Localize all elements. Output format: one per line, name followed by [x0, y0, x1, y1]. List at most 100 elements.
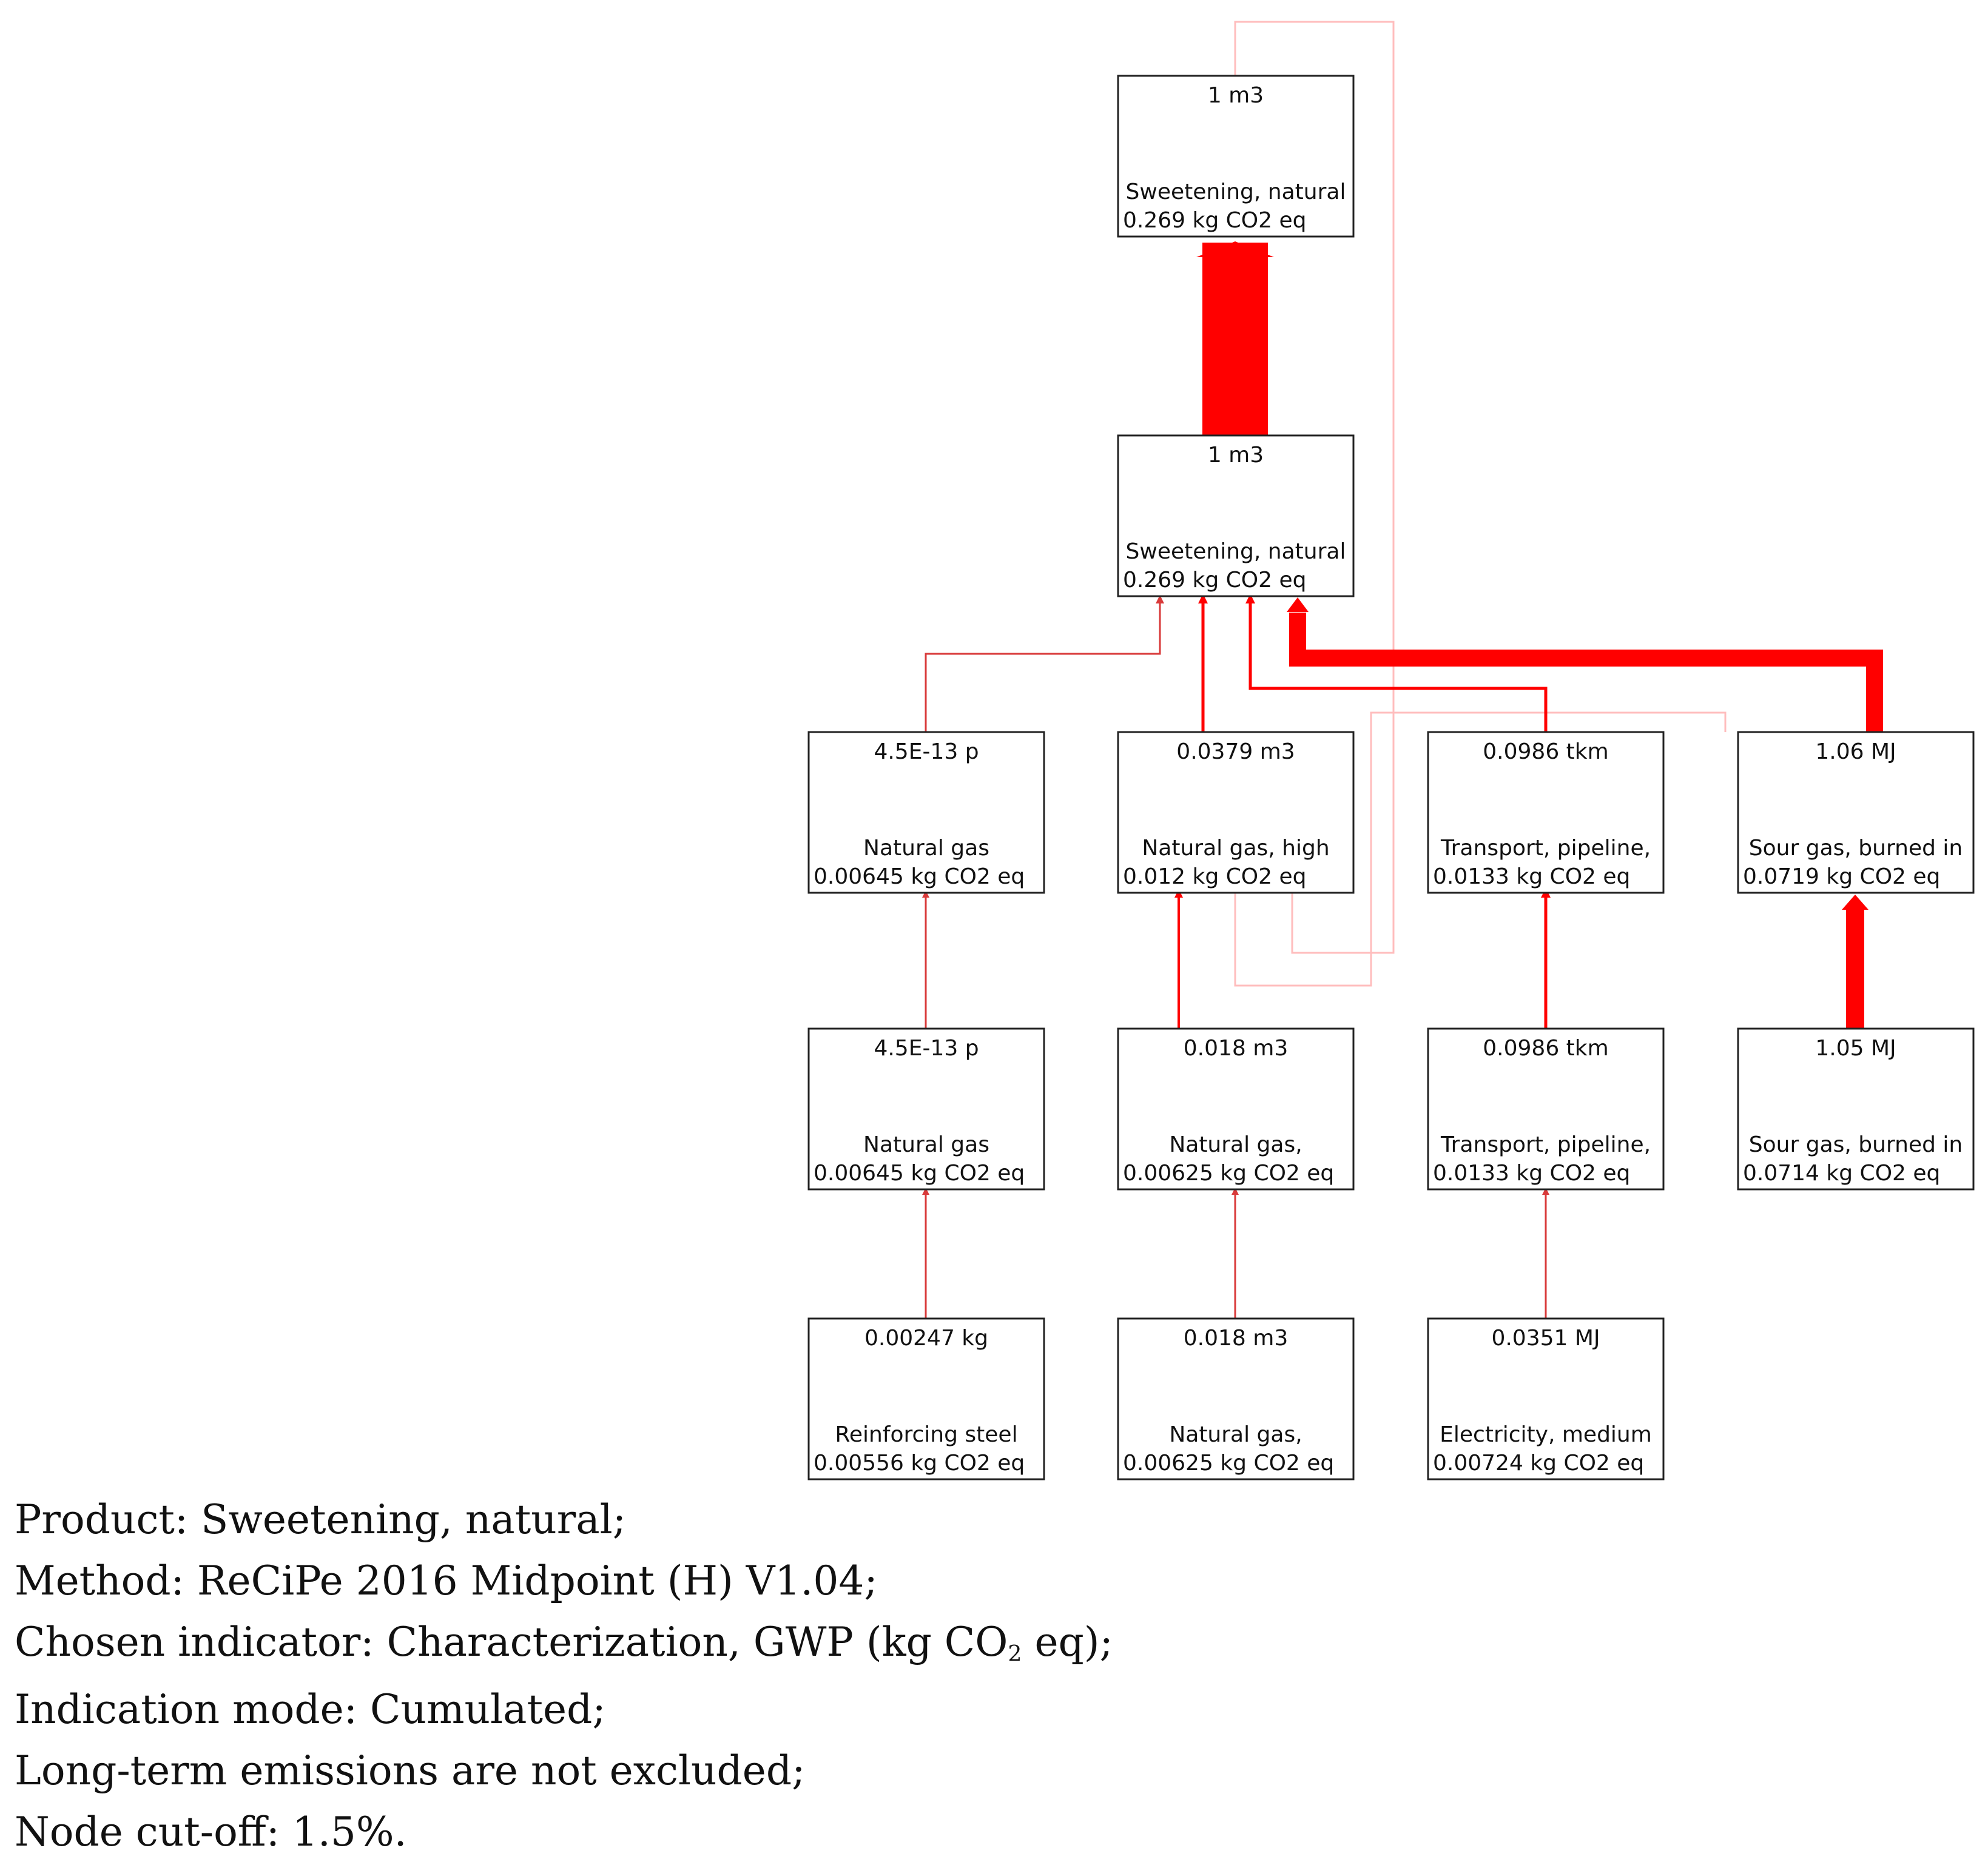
flow-n11-to-n7-arrowhead — [922, 1188, 929, 1195]
flow-n5-to-n2-arrowhead — [1245, 594, 1255, 603]
process-node-name: Natural gas, — [1169, 1132, 1302, 1157]
flow-n6-to-n2-line — [1289, 613, 1883, 732]
process-node-name: Electricity, medium — [1440, 1422, 1652, 1447]
flow-n7-to-n3 — [922, 890, 929, 1029]
process-node-amount: 0.018 m3 — [1184, 1326, 1288, 1351]
process-node-n3[interactable]: 4.5E-13 p Natural gas 0.00645 kg CO2 eq — [807, 731, 1045, 894]
process-node-amount: 0.00247 kg — [864, 1326, 988, 1351]
diagram-legend: Product: Sweetening, natural; Method: Re… — [15, 1489, 1113, 1863]
flow-n2-to-n1-arrowhead — [1196, 241, 1274, 257]
process-node-amount: 4.5E-13 p — [874, 739, 979, 764]
flows-layer — [922, 21, 1883, 1319]
flow-n4-to-n2 — [1198, 594, 1208, 732]
process-node-n6[interactable]: 1.06 MJ Sour gas, burned in 0.0719 kg CO2 … — [1737, 731, 1975, 894]
process-node-impact: 0.0133 kg CO2 eq — [1433, 1161, 1630, 1186]
flow-n3-to-n2 — [925, 595, 1164, 732]
process-node-impact: 0.00625 kg CO2 eq — [1123, 1451, 1334, 1476]
process-node-n1[interactable]: 1 m3 Sweetening, natural 0.269 kg CO2 eq — [1117, 75, 1355, 238]
process-node-impact: 0.012 kg CO2 eq — [1123, 864, 1306, 889]
process-node-box — [807, 1027, 1045, 1191]
process-node-name: Transport, pipeline, — [1440, 836, 1651, 861]
process-node-name: Sour gas, burned in — [1749, 1132, 1963, 1157]
flow-n6-to-n2-arrowhead — [1287, 597, 1309, 612]
process-node-box — [1737, 1027, 1975, 1191]
legend-mode: Indication mode: Cumulated; — [15, 1686, 606, 1733]
process-node-box — [1737, 731, 1975, 894]
flow-n12-to-n8-arrowhead — [1232, 1188, 1239, 1195]
process-node-box — [1117, 731, 1355, 894]
process-node-name: Reinforcing steel — [835, 1422, 1017, 1447]
process-node-amount: 1.06 MJ — [1815, 739, 1896, 764]
process-node-amount: 4.5E-13 p — [874, 1036, 979, 1061]
process-node-amount: 1 m3 — [1208, 83, 1264, 108]
flow-n6-to-n2 — [1287, 597, 1883, 732]
process-node-box — [1117, 75, 1355, 238]
process-node-n11[interactable]: 0.00247 kg Reinforcing steel 0.00556 kg CO… — [807, 1317, 1045, 1480]
process-node-box — [1427, 1317, 1665, 1480]
process-node-impact: 0.269 kg CO2 eq — [1123, 568, 1306, 593]
process-node-amount: 0.0986 tkm — [1483, 739, 1608, 764]
legend-indicator-prefix: Chosen indicator: Characterization, GWP … — [15, 1619, 1008, 1665]
process-node-impact: 0.00645 kg CO2 eq — [814, 1161, 1025, 1186]
process-node-n4[interactable]: 0.0379 m3 Natural gas, high 0.012 kg CO2 e… — [1117, 731, 1355, 894]
flow-n11-to-n7 — [922, 1188, 929, 1319]
legend-indicator-subscript: 2 — [1008, 1641, 1022, 1667]
flow-n3-to-n2-arrowhead — [1156, 595, 1164, 603]
process-node-name: Sour gas, burned in — [1749, 836, 1963, 861]
process-node-box — [807, 731, 1045, 894]
process-node-impact: 0.0133 kg CO2 eq — [1433, 864, 1630, 889]
process-node-name: Sweetening, natural — [1126, 180, 1346, 204]
process-node-box — [1117, 1027, 1355, 1191]
legend-product: Product: Sweetening, natural; — [15, 1496, 627, 1543]
legend-method: Method: ReCiPe 2016 Midpoint (H) V1.04; — [15, 1558, 878, 1604]
process-node-amount: 0.0351 MJ — [1491, 1326, 1600, 1351]
process-node-amount: 0.0379 m3 — [1176, 739, 1295, 764]
flow-n5-to-n2-line — [1248, 603, 1548, 732]
flow-n7-to-n3-arrowhead — [922, 890, 929, 898]
process-node-amount: 1.05 MJ — [1815, 1036, 1896, 1061]
flow-n10-to-n6-arrowhead — [1842, 895, 1868, 910]
process-node-box — [1427, 731, 1665, 894]
process-node-box — [1117, 1317, 1355, 1480]
process-node-box — [807, 1317, 1045, 1480]
legend-cutoff: Node cut-off: 1.5%. — [15, 1809, 407, 1855]
flow-n3-to-n2-line — [925, 603, 1161, 732]
process-node-impact: 0.0719 kg CO2 eq — [1743, 864, 1940, 889]
process-node-impact: 0.00556 kg CO2 eq — [814, 1451, 1025, 1476]
legend-longterm: Long-term emissions are not excluded; — [15, 1747, 806, 1794]
flow-n12-to-n8 — [1232, 1188, 1239, 1319]
process-node-name: Natural gas, high — [1142, 836, 1329, 861]
flow-n9-to-n5 — [1541, 888, 1551, 1029]
process-node-name: Natural gas — [863, 1132, 989, 1157]
process-node-name: Natural gas — [863, 836, 989, 861]
process-node-impact: 0.269 kg CO2 eq — [1123, 208, 1306, 233]
process-node-amount: 0.018 m3 — [1184, 1036, 1288, 1061]
process-node-n2[interactable]: 1 m3 Sweetening, natural 0.269 kg CO2 eq — [1117, 434, 1355, 597]
flow-n13-to-n9-arrowhead — [1542, 1188, 1549, 1195]
flow-n5-to-n2 — [1245, 594, 1548, 732]
process-node-name: Transport, pipeline, — [1440, 1132, 1651, 1157]
process-node-amount: 1 m3 — [1208, 443, 1264, 468]
process-node-impact: 0.0714 kg CO2 eq — [1743, 1161, 1940, 1186]
process-node-n10[interactable]: 1.05 MJ Sour gas, burned in 0.0714 kg CO2 … — [1737, 1027, 1975, 1191]
process-node-amount: 0.0986 tkm — [1483, 1036, 1608, 1061]
legend-indicator-suffix: eq); — [1022, 1619, 1113, 1665]
process-node-impact: 0.00625 kg CO2 eq — [1123, 1161, 1334, 1186]
process-node-impact: 0.00645 kg CO2 eq — [814, 864, 1025, 889]
flow-n2-to-n1 — [1196, 241, 1274, 435]
legend-indicator: Chosen indicator: Characterization, GWP … — [15, 1611, 1113, 1679]
flow-loop-top-line — [1234, 21, 1395, 954]
process-node-name: Sweetening, natural — [1126, 539, 1346, 564]
flow-n10-to-n6 — [1842, 895, 1868, 1029]
flow-n13-to-n9 — [1542, 1188, 1549, 1319]
process-node-n7[interactable]: 4.5E-13 p Natural gas 0.00645 kg CO2 eq — [807, 1027, 1045, 1191]
flow-loop-mid-line — [1234, 711, 1727, 987]
process-node-box — [1427, 1027, 1665, 1191]
flow-n4-to-n2-arrowhead — [1198, 594, 1208, 603]
process-node-n8[interactable]: 0.018 m3 Natural gas, 0.00625 kg CO2 eq — [1117, 1027, 1355, 1191]
